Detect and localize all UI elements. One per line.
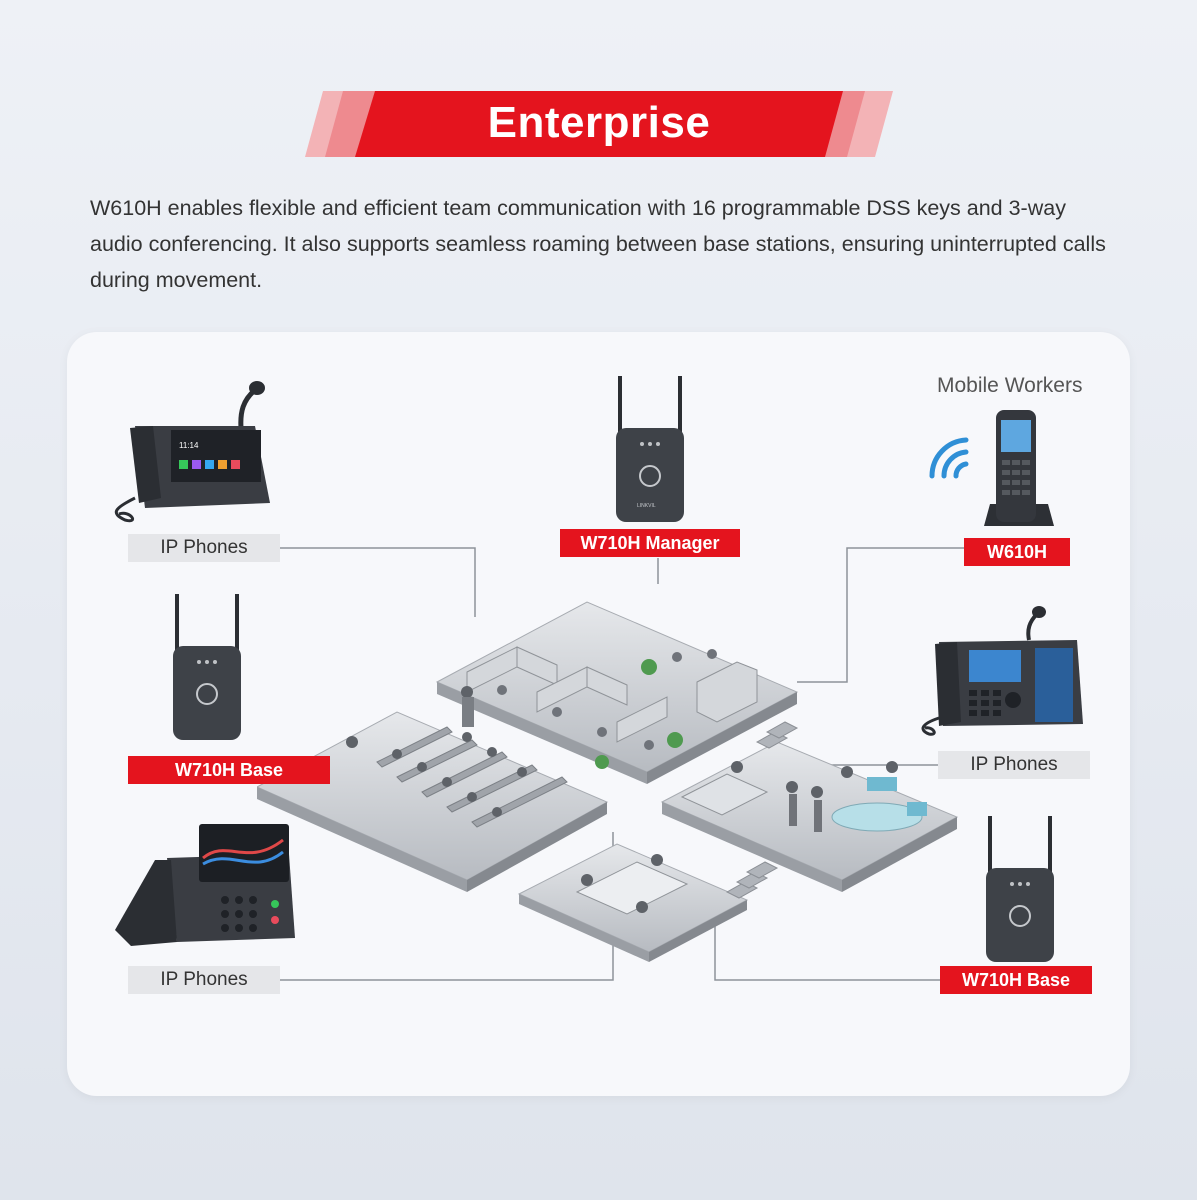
w710h-manager-device-icon	[616, 376, 684, 522]
label-w710h-manager: W710H Manager	[560, 529, 740, 557]
label-w710h-base-right: W710H Base	[940, 966, 1092, 994]
diagram-panel: 11:14 LINKVIL Mobile Workers	[67, 332, 1130, 1096]
page-title: Enterprise	[487, 98, 711, 147]
w610h-handset-icon	[984, 410, 1054, 526]
label-ip-phones-bottom-left: IP Phones	[128, 966, 280, 994]
device-brand-text: LINKVIL	[637, 503, 656, 509]
intro-paragraph: W610H enables flexible and efficient tea…	[90, 196, 1106, 292]
w710h-base-left-device-icon	[173, 594, 241, 740]
label-ip-phones-right: IP Phones	[938, 751, 1090, 779]
mobile-workers-label: Mobile Workers	[937, 374, 1083, 397]
label-w710h-base-left: W710H Base	[128, 756, 330, 784]
wifi-signal-icon	[929, 437, 969, 479]
phone-screen-time: 11:14	[179, 441, 199, 450]
label-ip-phones-top-left: IP Phones	[128, 534, 280, 562]
office-floorplan-illustration	[257, 601, 959, 962]
w710h-base-right-device-icon	[986, 816, 1054, 962]
title-banner: Enterprise	[305, 91, 893, 157]
phone-app-icons	[179, 460, 240, 469]
desk-phone-with-expansion-icon	[921, 606, 1083, 736]
label-w610h: W610H	[964, 538, 1070, 566]
video-desk-phone-icon	[115, 824, 295, 946]
desk-phone-with-mic-icon: 11:14	[114, 381, 270, 523]
banner-shape	[305, 91, 893, 157]
